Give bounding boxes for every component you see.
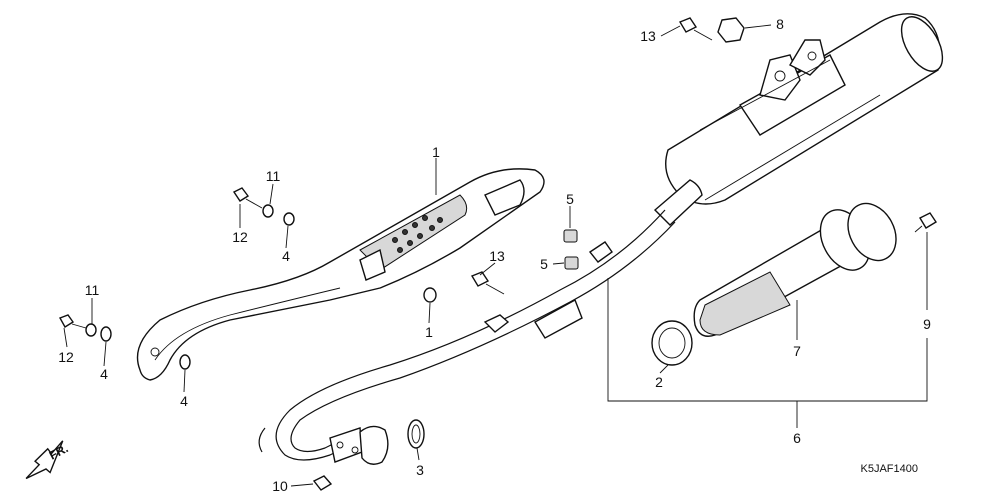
bolt-12b	[58, 314, 75, 328]
callout-11a: 11	[266, 168, 281, 184]
callout-12a: 12	[232, 229, 248, 245]
callout-6: 6	[793, 430, 801, 446]
nut-8	[717, 17, 745, 43]
front-direction-indicator: FR.	[25, 440, 70, 480]
gasket-3	[407, 419, 425, 449]
washer-4a	[283, 212, 295, 226]
muffler	[653, 13, 944, 226]
washer-4b	[100, 326, 112, 342]
callout-13b: 13	[489, 248, 505, 264]
callout-3: 3	[416, 462, 424, 478]
callout-12b: 12	[58, 349, 74, 365]
collar-11a	[262, 204, 274, 218]
callout-4a: 4	[282, 248, 290, 264]
callout-5b: 5	[540, 256, 548, 272]
bolt-13a	[678, 17, 698, 33]
bolt-10	[312, 475, 333, 491]
callout-9: 9	[923, 316, 931, 332]
bolt-12a	[232, 187, 250, 202]
collar-11b	[85, 323, 97, 337]
heat-shield	[136, 168, 545, 381]
callout-4c: 4	[180, 393, 188, 409]
diagram-code: K5JAF1400	[861, 463, 918, 475]
washer-4d	[423, 287, 437, 303]
callout-10: 10	[272, 478, 288, 494]
clip-5b	[564, 256, 579, 270]
gasket-2	[651, 320, 693, 366]
callout-5a: 5	[566, 191, 574, 207]
leader-lines	[63, 24, 928, 487]
washer-4c	[179, 354, 191, 370]
exhaust-pipe	[258, 209, 676, 465]
callout-4b: 4	[100, 366, 108, 382]
bolt-13b	[470, 271, 490, 287]
callout-2: 2	[655, 374, 663, 390]
bolt-9	[919, 212, 937, 229]
clip-5a	[563, 229, 578, 243]
callout-1: 1	[432, 144, 440, 160]
front-arrow-icon	[25, 440, 64, 480]
callout-1b: 1	[425, 324, 433, 340]
callout-7: 7	[793, 343, 801, 359]
tail-pipe	[693, 202, 897, 337]
callout-8: 8	[776, 16, 784, 32]
callout-13a: 13	[640, 28, 656, 44]
callout-11b: 11	[85, 282, 100, 298]
